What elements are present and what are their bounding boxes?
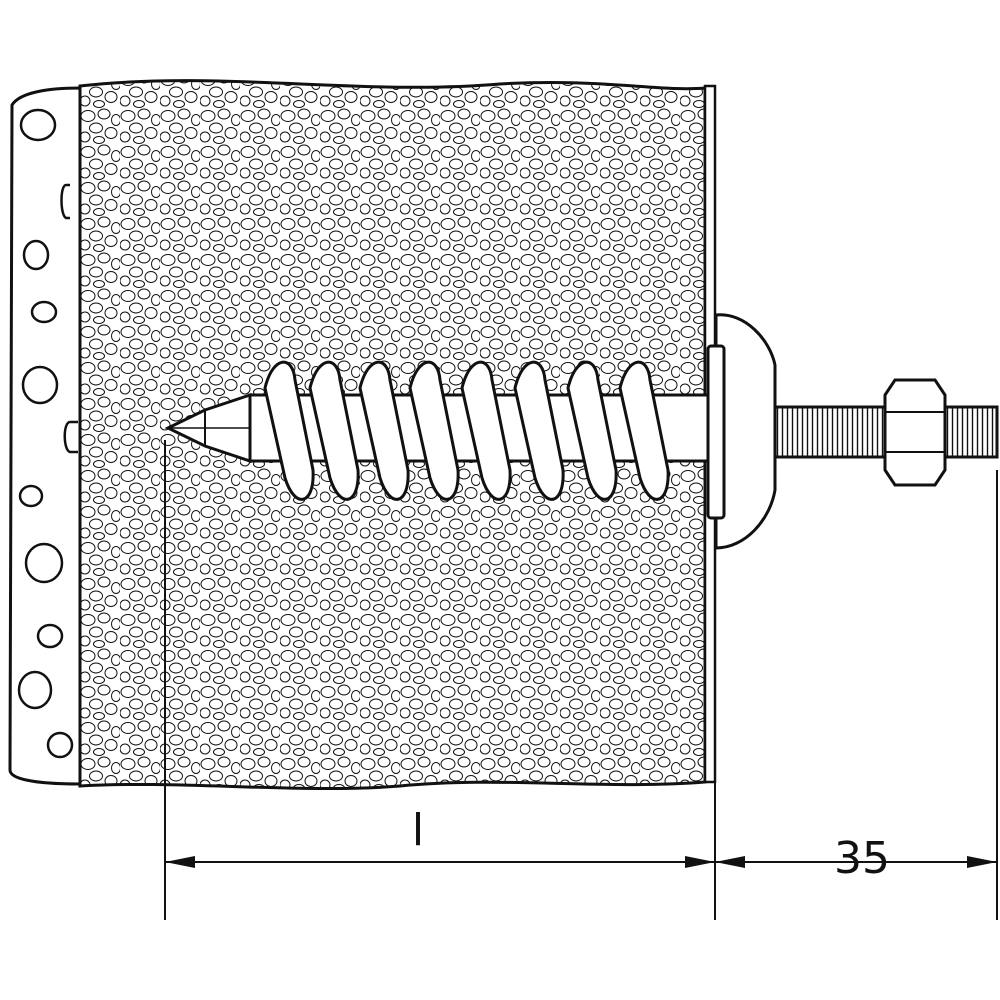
plaster-pore [22, 239, 50, 271]
arrowhead [715, 856, 745, 868]
plaster-pore [36, 623, 64, 649]
washer-cap [706, 313, 777, 550]
thread-flight [618, 360, 670, 501]
projection-label: 35 [834, 833, 890, 884]
plaster-pore [18, 484, 44, 508]
plaster-pore [30, 300, 58, 324]
thread-flight [566, 360, 618, 501]
plaster-pore [21, 365, 59, 405]
plaster-pore [60, 183, 70, 220]
thread-flight [308, 360, 360, 501]
thread-flight [358, 360, 410, 501]
screw-threads [263, 360, 670, 501]
thread-flight [460, 360, 512, 501]
arrowhead [165, 856, 195, 868]
hex-nut [883, 378, 947, 487]
thread-flight [263, 360, 315, 501]
dimension-lines [165, 470, 998, 920]
length-label: l [412, 805, 424, 856]
arrowhead [685, 856, 715, 868]
plaster-pore [19, 108, 57, 142]
plaster-pore [24, 542, 64, 584]
thread-flight [513, 360, 565, 501]
plaster-pore [17, 670, 53, 710]
arrowhead [967, 856, 997, 868]
washer-ring [706, 344, 726, 520]
plaster-pore [63, 420, 78, 454]
plaster-layer [8, 86, 82, 786]
plaster-pore [46, 731, 74, 759]
thread-flight [408, 360, 460, 501]
